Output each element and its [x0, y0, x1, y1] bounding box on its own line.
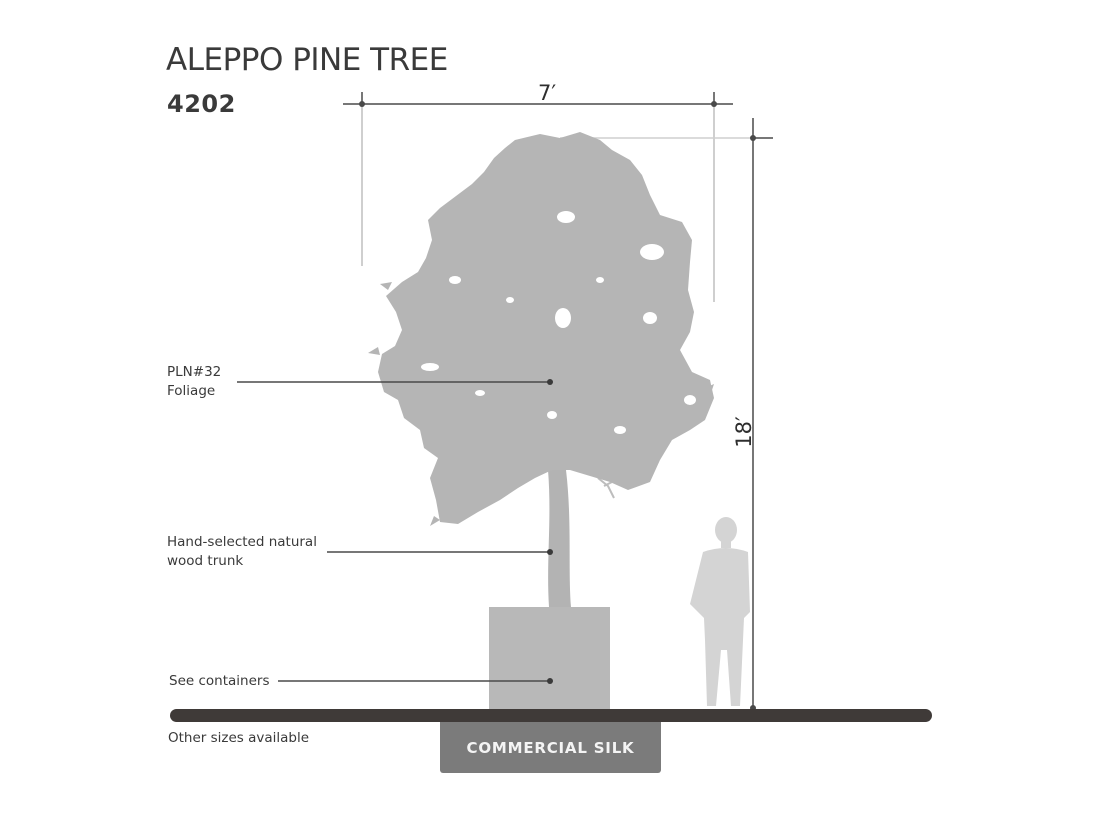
trunk-shape — [548, 470, 571, 607]
commercial-silk-badge: COMMERCIAL SILK — [440, 722, 661, 773]
callout-foliage: PLN#32 Foliage — [167, 363, 221, 401]
foliage-shape — [368, 132, 714, 526]
other-sizes-note: Other sizes available — [168, 730, 310, 746]
callout-containers-line1: See containers — [169, 673, 270, 689]
callout-foliage-line2: Foliage — [167, 383, 216, 399]
callout-trunk-line2: wood trunk — [167, 553, 244, 569]
foliage-gaps — [421, 211, 696, 434]
page-title: ALEPPO PINE TREE — [166, 42, 448, 78]
product-code: 4202 — [167, 90, 236, 118]
width-dimension-label: 7′ — [538, 81, 557, 105]
badge-label: COMMERCIAL SILK — [466, 738, 635, 757]
callout-trunk-line1: Hand-selected natural — [167, 534, 317, 550]
human-scale-figure — [690, 517, 750, 706]
branch-shape — [597, 477, 615, 499]
container-shape — [489, 607, 610, 709]
callout-foliage-line1: PLN#32 — [167, 364, 222, 380]
callout-trunk: Hand-selected natural wood trunk — [167, 533, 317, 571]
ground-bar — [170, 709, 932, 722]
callout-containers: See containers — [169, 672, 269, 691]
height-dimension-label: 18′ — [731, 416, 756, 448]
